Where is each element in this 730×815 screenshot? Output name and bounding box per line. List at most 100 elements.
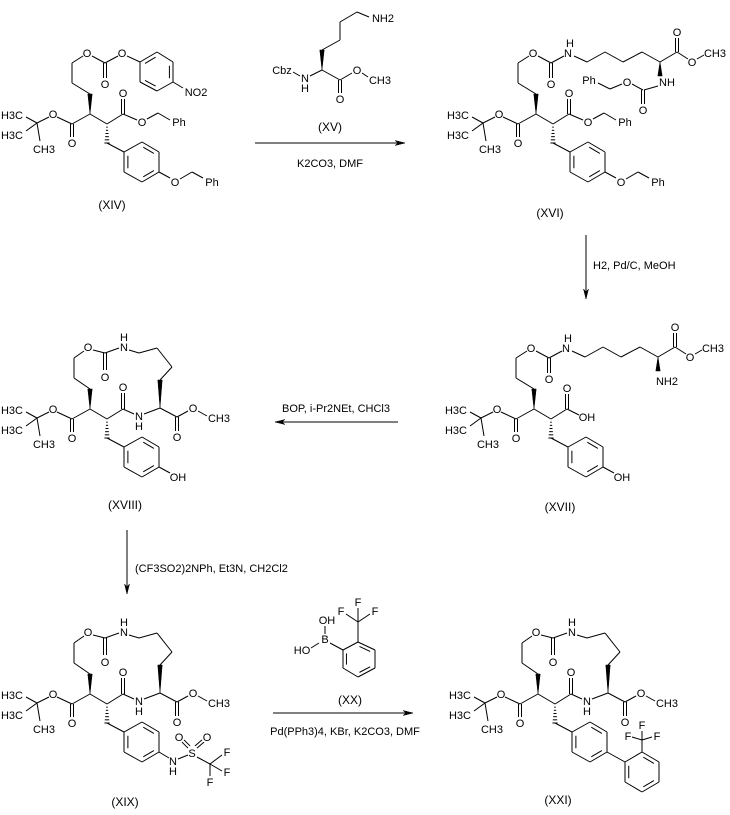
atom-label: O bbox=[516, 718, 525, 730]
bond bbox=[142, 726, 155, 734]
atom-label: O bbox=[549, 657, 558, 669]
atom-label: O bbox=[686, 352, 695, 364]
compound-label: (XXI) bbox=[544, 793, 571, 807]
bond bbox=[554, 693, 572, 705]
bond bbox=[624, 751, 643, 763]
atom-label: O bbox=[565, 88, 574, 100]
wedge-bond bbox=[657, 61, 663, 77]
atom-label: O bbox=[84, 342, 93, 354]
atom-label: NH bbox=[659, 77, 675, 89]
atom-label: H3C bbox=[1, 690, 23, 702]
bond bbox=[586, 51, 606, 63]
bond bbox=[502, 116, 519, 125]
atom-label: O bbox=[567, 667, 576, 679]
atom-label: O bbox=[68, 138, 77, 150]
bond bbox=[471, 122, 484, 132]
atom-label: O bbox=[563, 383, 572, 395]
bond bbox=[146, 112, 159, 120]
bond bbox=[128, 634, 140, 639]
bond bbox=[591, 692, 609, 700]
bond bbox=[143, 407, 161, 415]
atom-label: O bbox=[49, 404, 58, 416]
bond bbox=[73, 662, 91, 675]
bond bbox=[122, 693, 135, 700]
bond bbox=[144, 56, 156, 64]
bond bbox=[138, 347, 158, 354]
atom-label: H3C bbox=[449, 690, 471, 702]
bond bbox=[597, 82, 611, 90]
bond bbox=[515, 350, 528, 359]
bond bbox=[141, 721, 160, 733]
atom-label: NO2 bbox=[185, 87, 208, 99]
bond bbox=[590, 726, 603, 734]
bond bbox=[106, 722, 125, 733]
bond bbox=[138, 632, 158, 639]
bond bbox=[694, 349, 703, 355]
reagent-label: BOP, i-Pr2NEt, CHCl3 bbox=[282, 403, 390, 415]
bond bbox=[637, 171, 650, 179]
double-bond bbox=[183, 739, 191, 747]
atom-label: O bbox=[119, 667, 128, 679]
atom-label: F bbox=[625, 731, 632, 743]
bond bbox=[176, 410, 189, 418]
atom-label: O bbox=[353, 65, 362, 77]
reagent-label: (CF3SO2)2NPh, Et3N, CH2Cl2 bbox=[135, 563, 288, 575]
arrowhead-icon bbox=[402, 710, 414, 716]
bond bbox=[157, 112, 171, 121]
bond bbox=[641, 736, 653, 741]
compound-label: (XVII) bbox=[545, 500, 576, 514]
atom-label: F bbox=[207, 777, 214, 789]
atom-label: O bbox=[49, 109, 58, 121]
atom-label: OH bbox=[614, 472, 631, 484]
bond bbox=[550, 437, 569, 448]
atom-label: O bbox=[173, 432, 182, 444]
bond bbox=[156, 81, 174, 92]
bond bbox=[570, 693, 583, 700]
atom-label: OH bbox=[170, 472, 187, 484]
atom-label: O bbox=[514, 138, 523, 150]
bond bbox=[641, 781, 660, 793]
double-bond bbox=[196, 741, 205, 749]
bond bbox=[567, 466, 587, 478]
bond bbox=[176, 695, 189, 703]
bond bbox=[106, 142, 125, 153]
atom-label: CH3 bbox=[208, 698, 230, 710]
atom-label: H bbox=[564, 333, 572, 345]
bond bbox=[535, 350, 550, 359]
wedge-bond bbox=[531, 388, 537, 410]
wedge-bond bbox=[605, 664, 611, 694]
atom-label: O bbox=[545, 374, 554, 386]
bond bbox=[71, 82, 91, 95]
bond bbox=[106, 693, 124, 705]
arrow-step5 bbox=[273, 710, 414, 716]
atom-label: CH3 bbox=[479, 144, 501, 156]
bond bbox=[56, 696, 73, 705]
bond bbox=[197, 695, 208, 702]
bond bbox=[139, 81, 158, 92]
bond bbox=[126, 55, 141, 63]
bond bbox=[158, 751, 170, 759]
bond bbox=[469, 417, 482, 427]
atom-label: H bbox=[568, 617, 576, 629]
bond bbox=[309, 69, 323, 77]
arrow-step3 bbox=[274, 419, 398, 425]
atom-label: O bbox=[688, 57, 697, 69]
bond bbox=[321, 39, 341, 51]
bond bbox=[25, 702, 38, 712]
bond bbox=[172, 81, 184, 89]
bond bbox=[339, 11, 358, 23]
bond bbox=[106, 113, 124, 125]
bond bbox=[567, 436, 587, 448]
bond bbox=[696, 54, 705, 60]
bond bbox=[36, 116, 50, 124]
bond bbox=[159, 366, 173, 381]
bond bbox=[156, 632, 173, 653]
atom-label: H bbox=[135, 421, 143, 433]
atom-label: H bbox=[120, 617, 128, 629]
atom-label: O bbox=[68, 433, 77, 445]
arrowhead-icon bbox=[274, 419, 286, 425]
atom-label: N bbox=[120, 342, 128, 354]
atom-label: O bbox=[495, 109, 504, 121]
